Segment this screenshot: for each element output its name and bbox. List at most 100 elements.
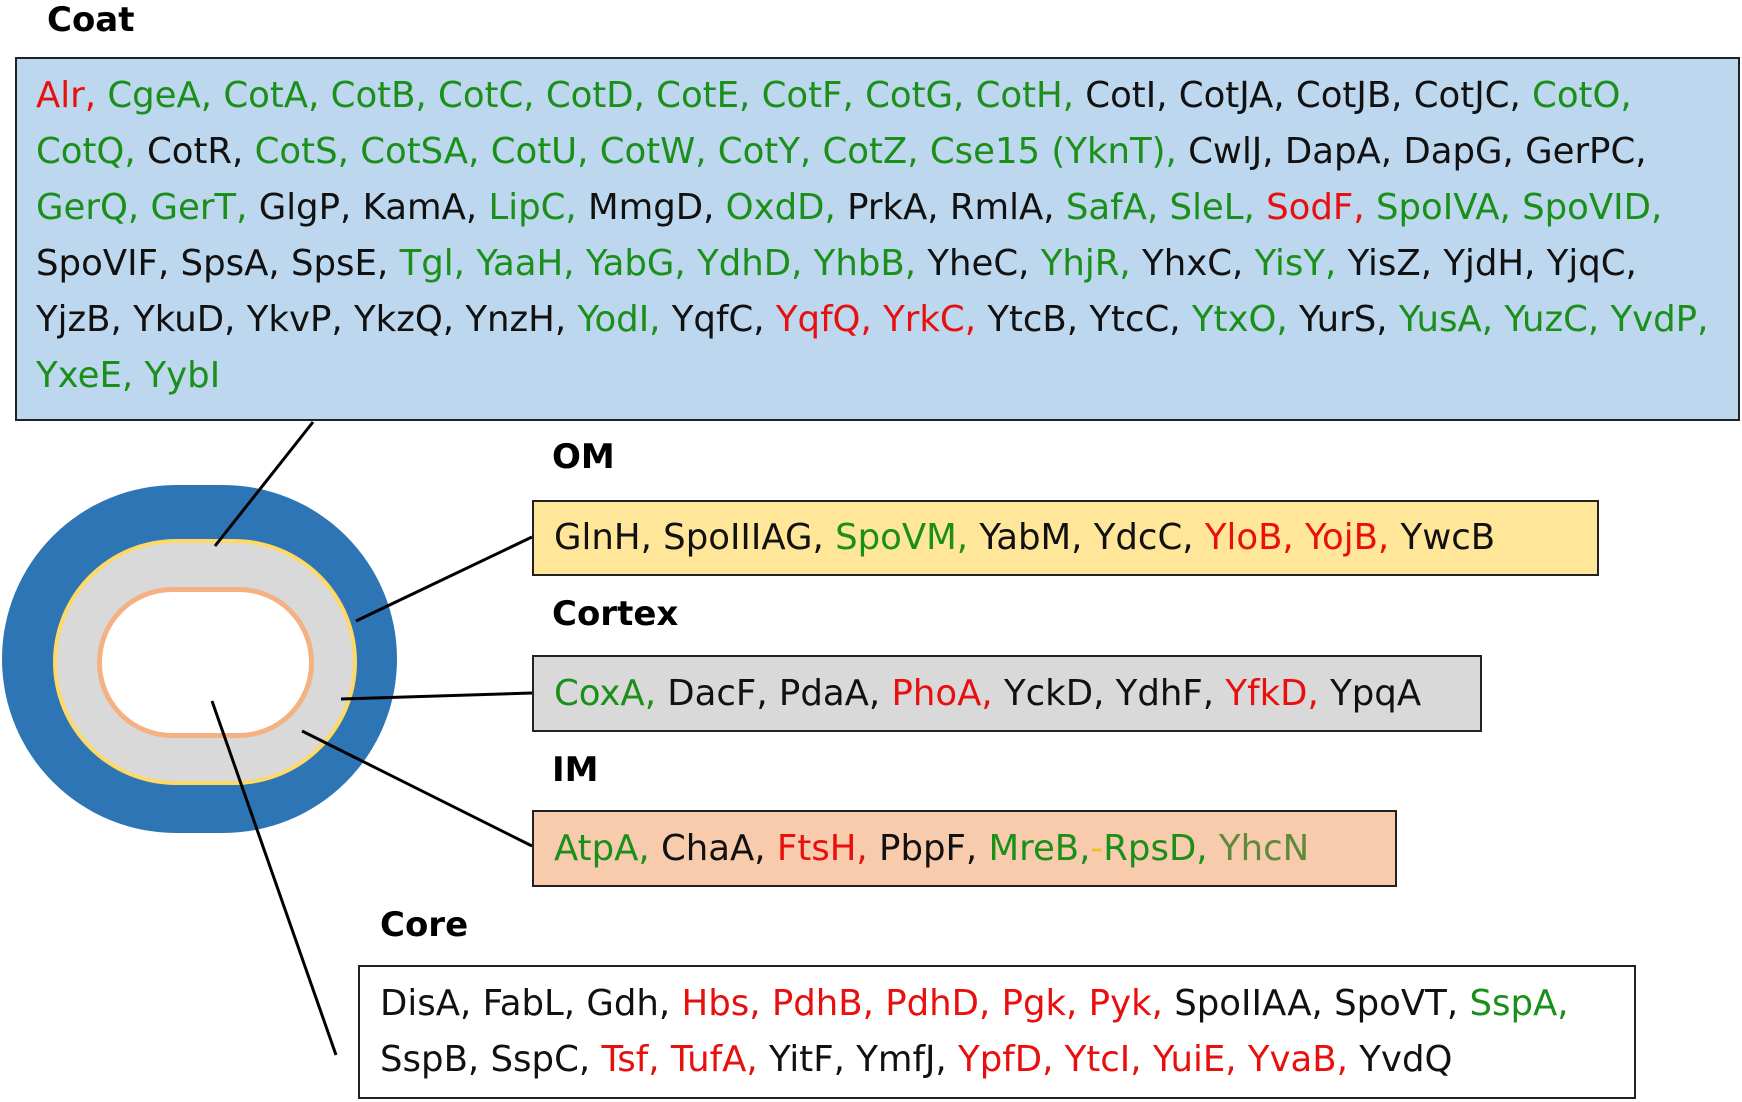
cortex-protein-label: PdaA, xyxy=(778,673,881,714)
coat-protein-label: SpoVID, xyxy=(1522,187,1663,228)
coat-protein-label: YkuD, xyxy=(133,299,236,340)
coat-protein-label: LipC, xyxy=(488,187,577,228)
core-protein-label: FabL, xyxy=(482,983,576,1024)
cortex-protein-label: PhoA, xyxy=(891,673,993,714)
core-protein-label: YtcI, xyxy=(1064,1039,1142,1080)
core-protein-label: SspA, xyxy=(1469,983,1569,1024)
coat-protein-label: CotU, xyxy=(490,131,589,172)
om-protein-label: YabM, xyxy=(979,517,1083,558)
coat-protein-label: YabG, xyxy=(585,243,686,284)
core-protein-label: Pgk, xyxy=(1001,983,1078,1024)
im-protein-label: PbpF, xyxy=(879,828,978,869)
coat-protein-label: CotW, xyxy=(599,131,707,172)
om-protein-label: GlnH, xyxy=(554,517,652,558)
coat-protein-label: YhbB, xyxy=(813,243,917,284)
coat-protein-label: YodI, xyxy=(577,299,661,340)
im-protein-label: ChaA, xyxy=(660,828,766,869)
cortex-protein-label: DacF, xyxy=(667,673,768,714)
cortex-protein-label: YpqA xyxy=(1330,673,1422,714)
im-protein-box: AtpA, ChaA, FtsH, PbpF, MreB,-RpsD, YhcN xyxy=(532,810,1397,887)
cortex-connector-line xyxy=(340,691,533,701)
core-protein-label: DisA, xyxy=(380,983,472,1024)
core-protein-label: TufA, xyxy=(670,1039,758,1080)
coat-protein-label: CotSA, xyxy=(360,131,480,172)
coat-protein-label: YtxO, xyxy=(1191,299,1288,340)
om-protein-label: SpoVM, xyxy=(835,517,969,558)
coat-protein-label: SleL, xyxy=(1169,187,1255,228)
coat-protein-label: KamA, xyxy=(362,187,478,228)
core-protein-label: YpfD, xyxy=(958,1039,1054,1080)
coat-protein-label: YisZ, xyxy=(1347,243,1433,284)
coat-protein-label: CotJB, xyxy=(1295,75,1403,116)
coat-protein-label: GerPC, xyxy=(1525,131,1647,172)
coat-protein-label: GerQ, xyxy=(36,187,140,228)
coat-protein-label: MmgD, xyxy=(588,187,715,228)
coat-protein-label: YurS, xyxy=(1299,299,1388,340)
coat-protein-label: CotQ, xyxy=(36,131,136,172)
coat-protein-label: DapG, xyxy=(1403,131,1514,172)
cortex-protein-label: YckD, xyxy=(1003,673,1105,714)
coat-protein-box: Alr, CgeA, CotA, CotB, CotC, CotD, CotE,… xyxy=(15,57,1740,421)
core-connector-line xyxy=(210,700,338,1056)
om-protein-label: YwcB xyxy=(1400,517,1496,558)
coat-protein-label: CotF, xyxy=(761,75,854,116)
coat-protein-label: YrkC, xyxy=(883,299,977,340)
coat-protein-label: CotA, xyxy=(223,75,320,116)
coat-protein-label: CotB, xyxy=(330,75,427,116)
coat-protein-label: YqfC, xyxy=(671,299,765,340)
core-protein-label: Gdh, xyxy=(586,983,671,1024)
coat-protein-label: YhxC, xyxy=(1142,243,1244,284)
coat-protein-label: YjzB, xyxy=(36,299,122,340)
om-connector-line xyxy=(355,535,533,623)
cortex-heading: Cortex xyxy=(552,594,679,634)
coat-protein-label: YusA, xyxy=(1398,299,1494,340)
coat-protein-label: CotH, xyxy=(975,75,1074,116)
coat-protein-label: YjqC, xyxy=(1546,243,1637,284)
coat-protein-label: Alr, xyxy=(36,75,97,116)
core-heading: Core xyxy=(380,905,469,945)
coat-protein-label: DapA, xyxy=(1284,131,1393,172)
im-protein-label: RpsD, xyxy=(1103,828,1208,869)
coat-protein-label: SpsA, xyxy=(180,243,280,284)
coat-protein-label: CotI, xyxy=(1085,75,1168,116)
coat-protein-label: CotO, xyxy=(1532,75,1632,116)
im-protein-label: - xyxy=(1090,828,1104,869)
coat-protein-label: CotY, xyxy=(717,131,812,172)
om-protein-label: YdcC, xyxy=(1093,517,1194,558)
core-protein-label: SspB, xyxy=(380,1039,480,1080)
coat-protein-label: YnzH, xyxy=(465,299,567,340)
om-protein-box: GlnH, SpoIIIAG, SpoVM, YabM, YdcC, YloB,… xyxy=(532,500,1599,576)
om-heading: OM xyxy=(552,437,615,477)
coat-protein-label: SpoVIF, xyxy=(36,243,170,284)
coat-protein-label: YkvP, xyxy=(246,299,343,340)
core-protein-label: YuiE, xyxy=(1152,1039,1237,1080)
coat-protein-label: YaaH, xyxy=(476,243,575,284)
coat-protein-label: RmlA, xyxy=(949,187,1055,228)
coat-protein-label: YuzC, xyxy=(1504,299,1600,340)
coat-protein-label: YybI xyxy=(144,355,221,396)
coat-protein-label: CotC, xyxy=(438,75,535,116)
core-protein-label: Tsf, xyxy=(601,1039,660,1080)
coat-protein-label: CotJA, xyxy=(1178,75,1285,116)
coat-protein-label: YkzQ, xyxy=(353,299,455,340)
im-protein-label: YhcN xyxy=(1218,828,1310,869)
coat-protein-label: YtcC, xyxy=(1089,299,1181,340)
cortex-protein-label: YfkD, xyxy=(1225,673,1319,714)
core-protein-label: YmfJ, xyxy=(856,1039,947,1080)
coat-protein-label: SodF, xyxy=(1266,187,1365,228)
coat-protein-label: CotZ, xyxy=(822,131,919,172)
cortex-protein-label: CoxA, xyxy=(554,673,656,714)
im-protein-label: FtsH, xyxy=(776,828,868,869)
core-protein-label: PdhD, xyxy=(885,983,991,1024)
coat-protein-label: CotJC, xyxy=(1413,75,1521,116)
coat-protein-label: YisY, xyxy=(1254,243,1337,284)
im-protein-label: AtpA, xyxy=(554,828,650,869)
core-protein-label: YvdQ xyxy=(1359,1039,1453,1080)
coat-protein-label: GerT, xyxy=(150,187,248,228)
spore-core xyxy=(102,592,309,733)
core-protein-box: DisA, FabL, Gdh, Hbs, PdhB, PdhD, Pgk, P… xyxy=(358,965,1636,1099)
coat-protein-label: YtcB, xyxy=(987,299,1079,340)
coat-protein-label: YvdP, xyxy=(1610,299,1709,340)
cortex-protein-box: CoxA, DacF, PdaA, PhoA, YckD, YdhF, YfkD… xyxy=(532,655,1482,732)
